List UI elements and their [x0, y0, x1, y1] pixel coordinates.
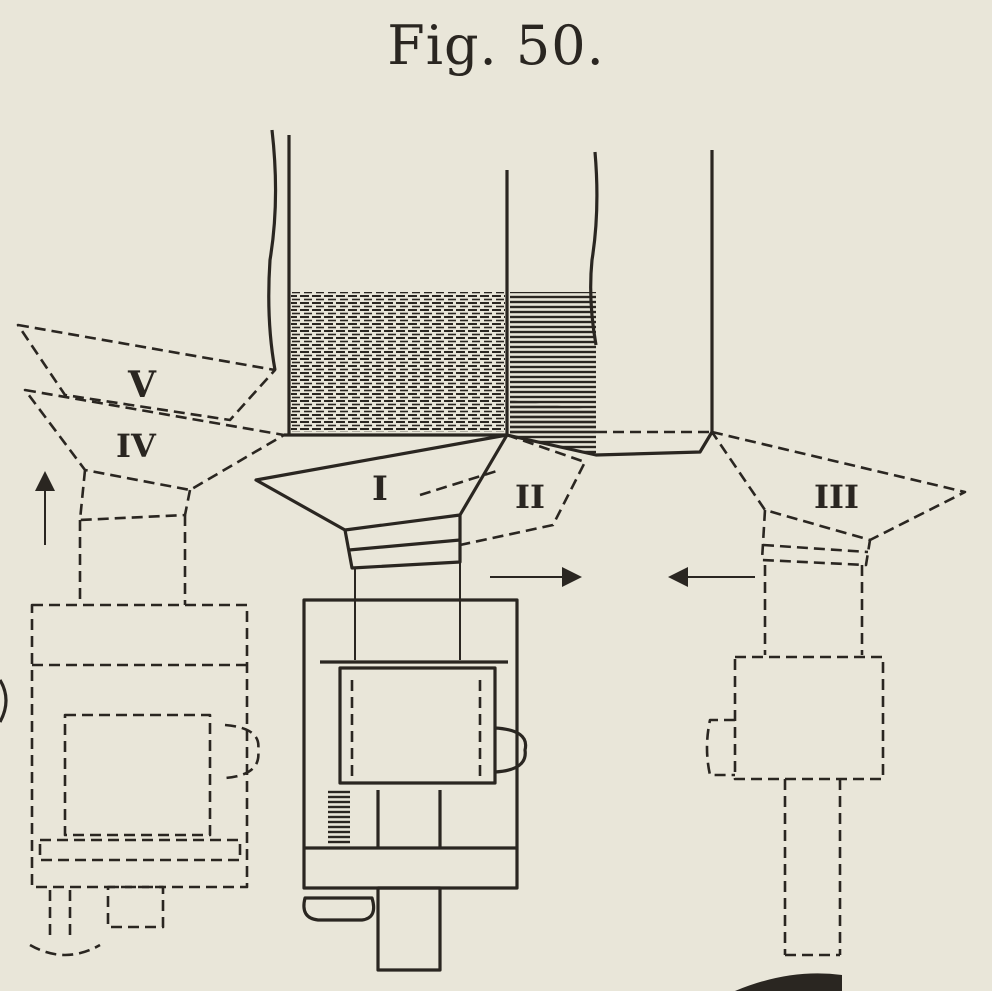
clamp-III-body [733, 655, 885, 781]
movement-arrows [35, 471, 755, 587]
clamp-III-screw [705, 718, 735, 777]
clamp-centre [302, 598, 528, 972]
funnel-I-neck-line [348, 538, 461, 552]
clamp-left-outer [30, 603, 249, 889]
funnel-position-III [705, 430, 967, 957]
clamp-left [29, 603, 260, 957]
clamp-centre-jaw [338, 666, 497, 785]
label-position-V: V [127, 364, 157, 406]
funnel-II-inner [419, 468, 501, 497]
funnel-V-cone [16, 323, 277, 422]
edge-dish-bottom-right [735, 973, 842, 991]
stand-centre-rod [376, 886, 442, 972]
funnel-position-I [254, 433, 509, 660]
clamp-centre-spring [328, 790, 350, 845]
clamp-centre-knob [494, 726, 528, 774]
clamp-centre-screw [302, 896, 376, 922]
funnel-III-neck-line [762, 543, 869, 554]
funnel-IV-neck [78, 469, 192, 522]
clamp-left-foot [106, 885, 165, 929]
funnel-IV-cone [23, 388, 286, 492]
label-position-I: I [372, 469, 388, 509]
label-position-III: III [814, 478, 859, 516]
funnel-II-outline [459, 433, 587, 547]
clamp-left-knob [224, 723, 260, 780]
label-position-IV: IV [116, 427, 157, 465]
sediment-left [291, 292, 505, 432]
clamp-left-frame [38, 838, 242, 862]
figure-title: Fig. 50. [387, 14, 605, 77]
upper-vessel [267, 129, 714, 457]
vessel-left-wall [267, 129, 278, 371]
funnel-position-II [419, 433, 587, 547]
clamp-left-inner [63, 713, 212, 837]
funnel-I-neck [343, 515, 462, 570]
funnel-position-V [16, 323, 277, 422]
label-position-II: II [515, 478, 545, 516]
vessel-bottom-right [506, 431, 714, 457]
sediment-right-lower [510, 400, 596, 456]
funnel-III-neck [760, 509, 872, 567]
clamp-left-screw [29, 890, 101, 957]
funnel-position-IV [23, 388, 286, 605]
edge-ring-left [0, 679, 8, 723]
